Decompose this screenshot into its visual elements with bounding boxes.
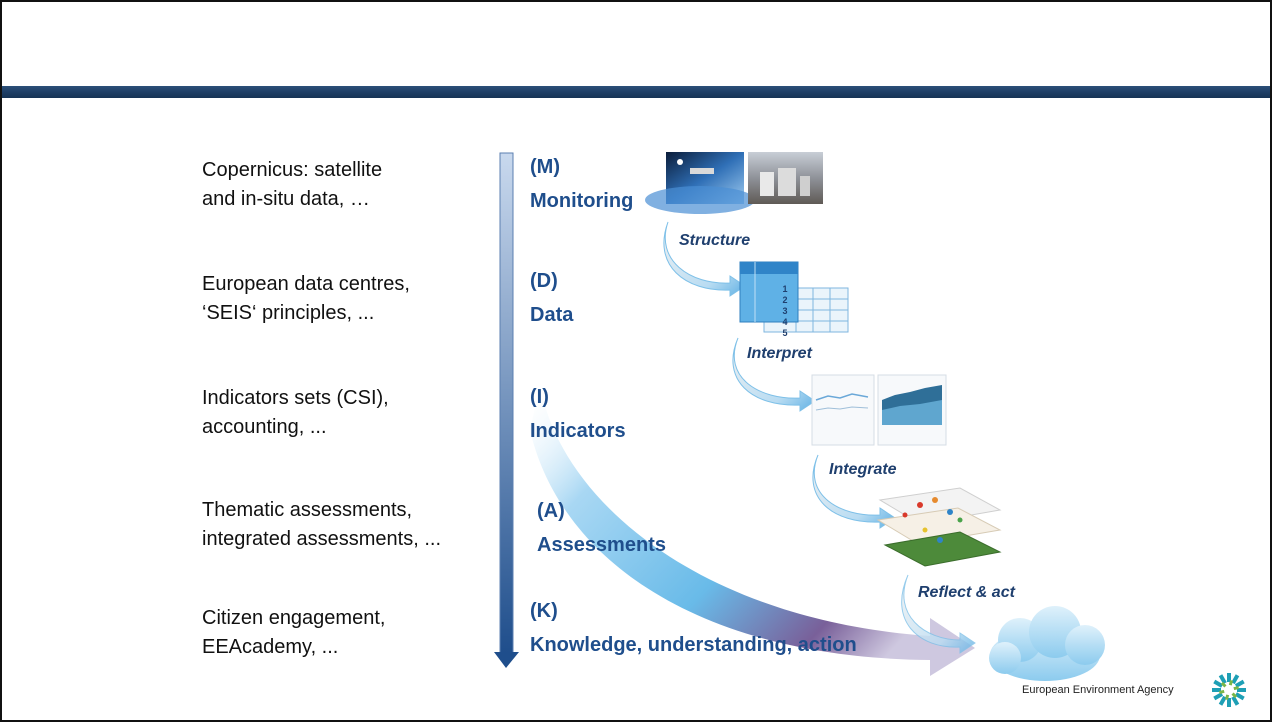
step-interpret: Interpret (747, 345, 812, 362)
eea-logo-icon (1212, 673, 1246, 707)
stage-label: Knowledge, understanding, action (530, 634, 857, 656)
table-number: 3 (782, 306, 788, 316)
stage-indicators: (I) Indicators (530, 380, 626, 448)
desc-knowledge: Citizen engagement, EEAcademy, ... (202, 604, 385, 662)
table-number: 5 (782, 328, 788, 338)
table-number: 1 (782, 284, 788, 294)
desc-line: ‘SEIS‘ principles, ... (202, 302, 375, 324)
table-numbers: 1 2 3 4 5 (778, 284, 792, 339)
stage-code: (I) (530, 386, 549, 408)
charts-icon (811, 374, 947, 446)
stage-code: (A) (537, 500, 565, 522)
desc-line: Indicators sets (CSI), (202, 387, 389, 409)
step-integrate: Integrate (829, 461, 897, 478)
desc-line: European data centres, (202, 273, 410, 295)
vertical-arrow (494, 152, 519, 668)
desc-line: Copernicus: satellite (202, 159, 383, 181)
stage-label: Monitoring (530, 190, 634, 212)
step-reflect-act: Reflect & act (918, 584, 1015, 601)
stage-code: (D) (530, 270, 558, 292)
stage-monitoring: (M) Monitoring (530, 150, 633, 218)
stage-code: (K) (530, 600, 558, 622)
desc-line: accounting, ... (202, 416, 327, 438)
step-arrow-reflect (901, 574, 976, 654)
big-sweep-arrow (530, 385, 975, 676)
step-structure: Structure (679, 232, 751, 249)
map-layers-icon (876, 487, 1002, 567)
desc-line: EEAcademy, ... (202, 636, 339, 658)
desc-assessments: Thematic assessments, integrated assessm… (202, 496, 441, 554)
desc-line: Thematic assessments, (202, 499, 413, 521)
satellite-photo (645, 152, 755, 214)
desc-indicators: Indicators sets (CSI), accounting, ... (202, 384, 389, 442)
cloud-icon (989, 606, 1105, 681)
desc-line: integrated assessments, ... (202, 528, 442, 550)
stage-assessments: (A) Assessments (537, 494, 666, 562)
stage-knowledge: (K) Knowledge, understanding, action (530, 594, 857, 662)
eea-logo-text: European Environment Agency (1022, 684, 1174, 696)
stage-data: (D) Data (530, 264, 573, 332)
station-photo (748, 152, 823, 204)
desc-line: Citizen engagement, (202, 607, 386, 629)
table-icon (739, 261, 849, 333)
table-number: 2 (782, 295, 788, 305)
desc-monitoring: Copernicus: satellite and in-situ data, … (202, 156, 382, 214)
stage-label: Indicators (530, 420, 626, 442)
desc-line: and in-situ data, … (202, 188, 370, 210)
stage-label: Assessments (537, 534, 666, 556)
stage-label: Data (530, 304, 574, 326)
desc-data: European data centres, ‘SEIS‘ principles… (202, 270, 410, 328)
header-bar (2, 86, 1270, 98)
table-number: 4 (782, 317, 788, 327)
stage-code: (M) (530, 156, 560, 178)
